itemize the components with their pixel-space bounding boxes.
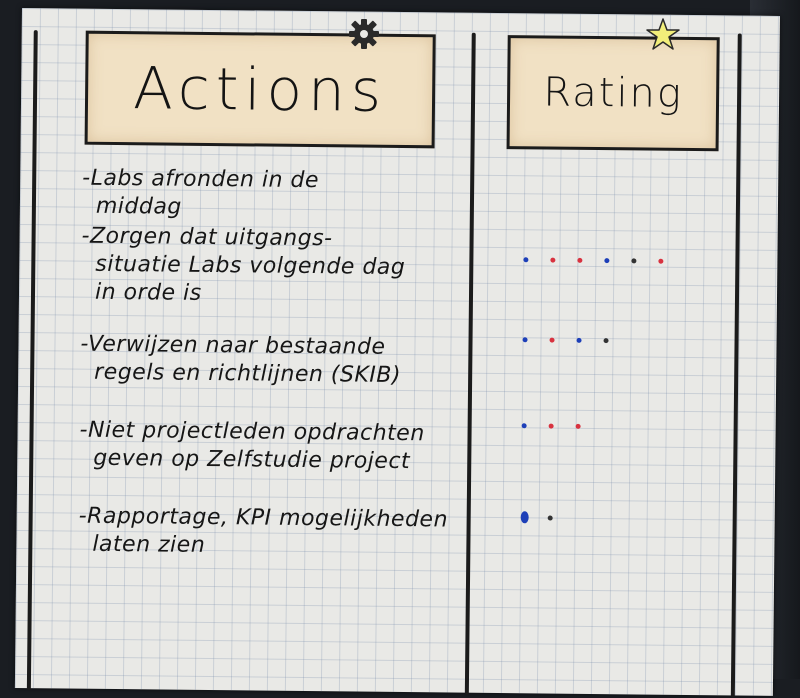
rating-dot-blue xyxy=(522,336,528,342)
action-line: -Rapportage, KPI mogelijkheden xyxy=(78,503,449,533)
action-item: -Labs afronden in de middag xyxy=(82,165,319,223)
action-line: -Zorgen dat uitgangs- xyxy=(81,223,333,252)
flipchart-sheet: Actions Rating -Labs afronden in de midd… xyxy=(14,8,780,698)
action-line: -Labs afronden in de xyxy=(82,165,320,194)
gear-icon xyxy=(349,19,379,49)
action-line: geven op Zelfstudie project xyxy=(93,445,411,475)
action-item: -Verwijzen naar bestaande regels en rich… xyxy=(80,331,401,390)
action-line: situatie Labs volgende dag xyxy=(95,251,406,281)
rating-title: Rating xyxy=(543,69,684,117)
actions-title: Actions xyxy=(132,54,388,125)
action-item: -Niet projectleden opdrachten geven op Z… xyxy=(79,417,425,477)
left-border-line xyxy=(26,30,38,691)
rating-dot-blue xyxy=(520,511,529,524)
rating-dot-red xyxy=(550,257,556,263)
rating-dot-red xyxy=(549,337,555,343)
rating-dot-blue xyxy=(523,256,529,262)
rating-dot-blue xyxy=(576,337,582,343)
rating-header-box: Rating xyxy=(506,35,720,152)
rating-dot-blue xyxy=(521,422,527,428)
rating-dot-red xyxy=(658,258,664,264)
action-item: -Zorgen dat uitgangs- situatie Labs volg… xyxy=(81,223,406,310)
rating-dot-blue xyxy=(604,257,610,263)
column-divider-line xyxy=(464,32,476,695)
rating-dot-red xyxy=(575,423,581,429)
rating-dots-area xyxy=(22,8,780,524)
action-item: -Rapportage, KPI mogelijkheden laten zie… xyxy=(78,503,449,563)
star-icon xyxy=(646,18,680,50)
right-border-line xyxy=(730,33,742,698)
action-line: laten zien xyxy=(92,531,206,558)
action-line: -Verwijzen naar bestaande xyxy=(80,331,386,360)
action-line: in orde is xyxy=(94,279,202,306)
rating-dot-red xyxy=(548,423,554,429)
action-line: -Niet projectleden opdrachten xyxy=(79,417,425,447)
action-line: regels en richtlijnen (SKIB) xyxy=(94,359,402,388)
rating-dot-red xyxy=(577,257,583,263)
action-line: middag xyxy=(95,193,182,220)
rating-dot-black xyxy=(631,257,637,263)
rating-dot-black xyxy=(603,337,609,343)
actions-header-box: Actions xyxy=(84,30,436,149)
rating-dot-black xyxy=(547,515,553,521)
